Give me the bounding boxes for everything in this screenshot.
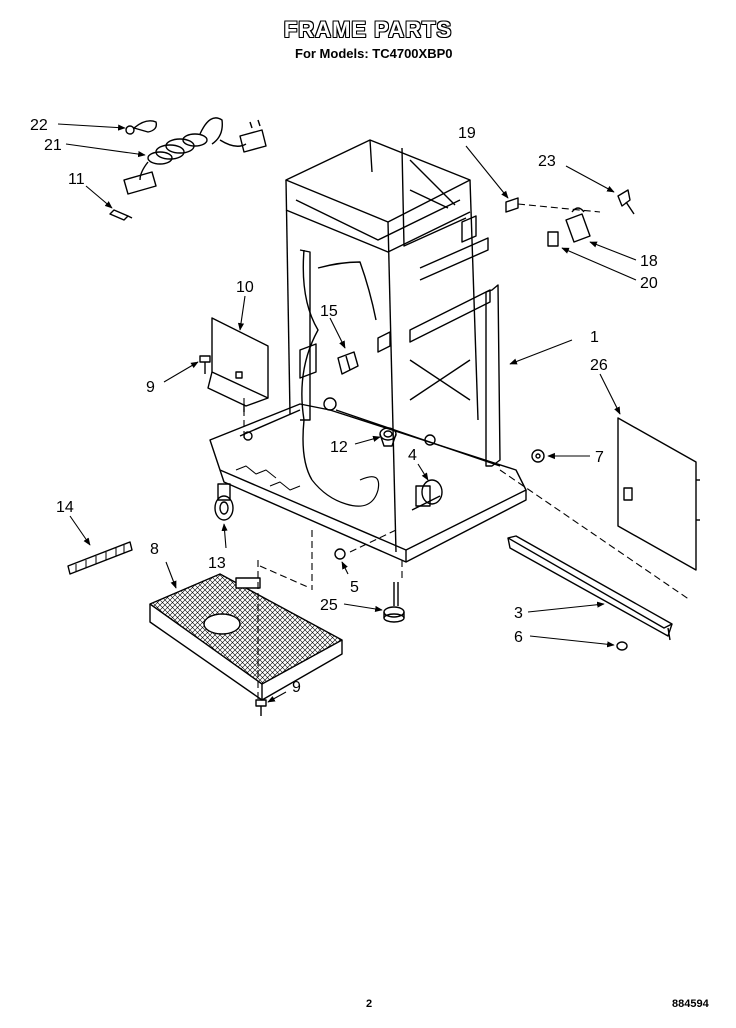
- callout-12: 12: [330, 439, 348, 456]
- callout-4: 4: [408, 447, 417, 464]
- callout-1: 1: [590, 329, 599, 346]
- callout-5: 5: [350, 579, 359, 596]
- callout-7: 7: [595, 449, 604, 466]
- callout-22: 22: [30, 117, 48, 134]
- callout-21: 21: [44, 137, 62, 154]
- part-7-nut: [531, 449, 545, 463]
- callout-20: 20: [640, 275, 658, 292]
- callout-9-upper: 9: [146, 379, 155, 396]
- callout-13: 13: [208, 555, 226, 572]
- callout-10: 10: [236, 279, 254, 296]
- callout-14: 14: [56, 499, 74, 516]
- callout-8: 8: [150, 541, 159, 558]
- part-5-nut: [334, 548, 346, 560]
- part-15-switch: [337, 351, 359, 375]
- callout-25: 25: [320, 597, 338, 614]
- part-6-screw: [616, 641, 628, 651]
- part-20-clip: [547, 231, 559, 247]
- callout-18: 18: [640, 253, 658, 270]
- part-11-screw: [109, 209, 133, 221]
- part-26-panel: [617, 417, 700, 571]
- part-22-clip: [125, 120, 158, 135]
- part-13-caster: [214, 483, 234, 521]
- model-subtitle: For Models: TC4700XBP0: [295, 46, 453, 61]
- part-23-fastener: [617, 189, 635, 215]
- page-title: FRAME PARTS: [283, 17, 453, 42]
- part-21-power-cord: [123, 117, 267, 195]
- callout-23: 23: [538, 153, 556, 170]
- part-19-screw: [505, 197, 519, 213]
- callout-6: 6: [514, 629, 523, 646]
- callout-11: 11: [68, 171, 85, 188]
- wire-harness: [311, 476, 380, 507]
- frame-cabinet: [209, 139, 527, 563]
- part-3-rail: [507, 535, 673, 641]
- part-12-grommet: [379, 427, 397, 447]
- part-9-screw-lower: [255, 699, 267, 716]
- part-25-leveling-leg: [383, 582, 405, 623]
- callout-labels: 22 21 11 10 9 15 12 4 1 26 7 19 23 18 20…: [30, 117, 658, 696]
- part-8-filter-tray: [149, 573, 343, 701]
- part-4-motor: [411, 479, 443, 511]
- callout-15: 15: [320, 303, 338, 320]
- part-14-brush: [67, 541, 133, 575]
- document-number: 884594: [672, 998, 709, 1010]
- leader-lines: [57, 123, 637, 703]
- page-number: 2: [366, 998, 373, 1010]
- callout-9-lower: 9: [292, 679, 301, 696]
- callout-19: 19: [458, 125, 476, 142]
- callout-26: 26: [590, 357, 608, 374]
- callout-3: 3: [514, 605, 523, 622]
- assembly-lines: [243, 203, 691, 700]
- part-10-bracket: [207, 317, 269, 412]
- part-9-screw-upper: [199, 355, 211, 374]
- part-18-bracket: [565, 207, 591, 243]
